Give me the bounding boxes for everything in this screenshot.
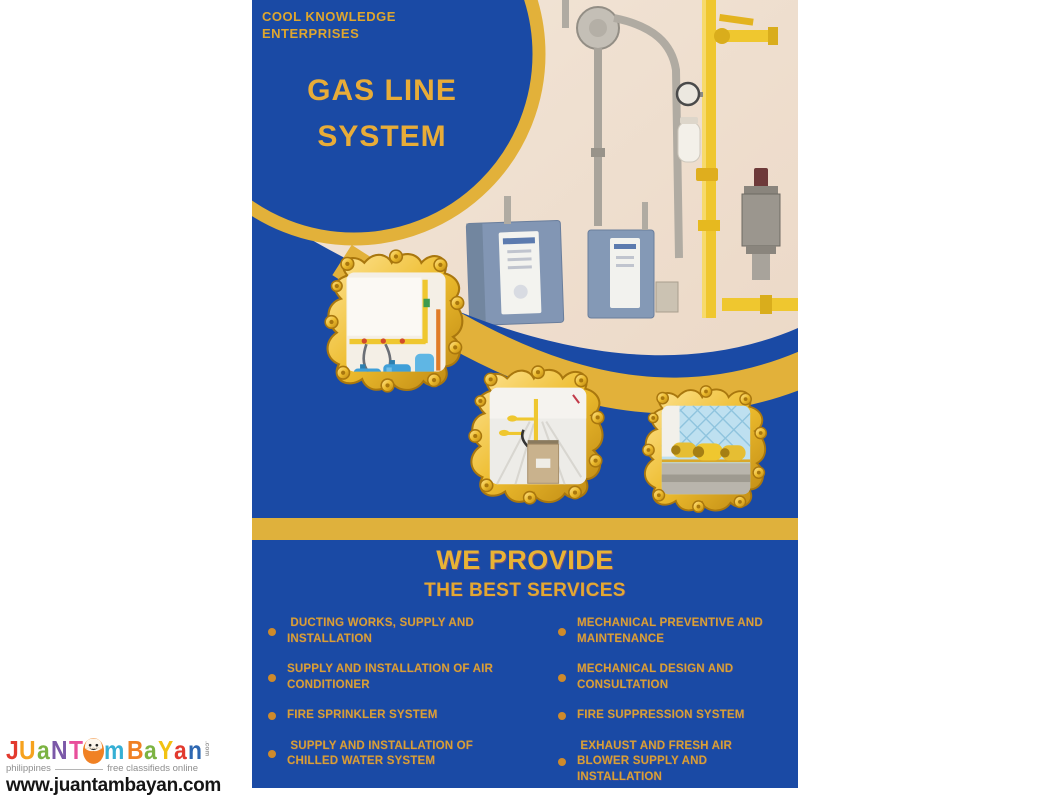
tagline-philippines: philippines	[6, 763, 51, 774]
poster-title-line2: SYSTEM	[317, 120, 447, 153]
service-item: SUPPLY AND INSTALLATION OF AIR CONDITION…	[268, 662, 536, 693]
logo-letter: B	[126, 735, 144, 765]
services-heading-block: WE PROVIDE THE BEST SERVICES	[252, 545, 798, 602]
logo-letter: m	[104, 735, 124, 765]
logo-letter: N	[50, 735, 68, 765]
services-list: DUCTING WORKS, SUPPLY AND INSTALLATION S…	[252, 616, 798, 788]
services-column-right: MECHANICAL PREVENTIVE AND MAINTENANCE ME…	[558, 616, 788, 788]
poster-title-line1: GAS LINE	[307, 74, 457, 107]
bullet-icon	[558, 711, 566, 720]
ornate-frame-caged-cylinders-photo	[642, 385, 768, 513]
egg-mascot-icon	[83, 738, 105, 764]
logo-letter: a	[174, 735, 187, 765]
juantambayan-logo: J U a N T m B a Y a n .com	[6, 735, 210, 766]
tagline-free-classifieds: free classifieds online	[107, 763, 198, 774]
bullet-icon	[558, 673, 566, 682]
services-column-left: DUCTING WORKS, SUPPLY AND INSTALLATION S…	[268, 616, 536, 785]
ornate-frame-gas-meter-photo	[468, 365, 605, 505]
headline: WE PROVIDE	[436, 545, 614, 575]
bullet-icon	[558, 627, 566, 636]
juantambayan-watermark: J U a N T m B a Y a n .com philippines f…	[6, 735, 222, 796]
service-item: FIRE SUPPRESSION SYSTEM	[558, 708, 788, 724]
logo-letter: n	[187, 735, 202, 765]
bullet-icon	[268, 673, 276, 682]
watermark-url: www.juantambayan.com	[6, 775, 222, 796]
logo-letter: T	[68, 735, 83, 765]
service-item: EXHAUST AND FRESH AIR BLOWER SUPPLY AND …	[558, 739, 788, 786]
gas-line-system-flyer: COOL KNOWLEDGE ENTERPRISES GAS LINE SYST…	[252, 0, 798, 788]
bullet-icon	[268, 750, 276, 758]
logo-letter: J	[6, 735, 19, 765]
company-name: COOL KNOWLEDGE ENTERPRISES	[262, 9, 396, 41]
logo-letter: Y	[157, 735, 173, 765]
logo-letter: U	[19, 735, 36, 765]
service-item: DUCTING WORKS, SUPPLY AND INSTALLATION	[268, 616, 536, 647]
service-item: FIRE SPRINKLER SYSTEM	[268, 708, 536, 724]
logo-dotcom-suffix: .com	[203, 741, 211, 757]
service-item: SUPPLY AND INSTALLATION OF CHILLED WATER…	[268, 739, 536, 770]
service-item: MECHANICAL DESIGN AND CONSULTATION	[558, 662, 788, 693]
service-item: MECHANICAL PREVENTIVE AND MAINTENANCE	[558, 616, 788, 647]
logo-taglines: philippines free classifieds online	[6, 763, 198, 774]
subheadline: THE BEST SERVICES	[424, 580, 626, 601]
poster-title: GAS LINE SYSTEM	[282, 68, 482, 160]
logo-letter: a	[144, 735, 157, 765]
bullet-icon	[268, 627, 276, 636]
tagline-divider	[54, 765, 104, 770]
bullet-icon	[268, 711, 276, 720]
logo-letter: a	[37, 735, 50, 765]
bullet-icon	[558, 757, 566, 766]
gold-divider-bar	[252, 518, 798, 540]
ornate-frame-lpg-tanks-photo	[324, 249, 465, 393]
